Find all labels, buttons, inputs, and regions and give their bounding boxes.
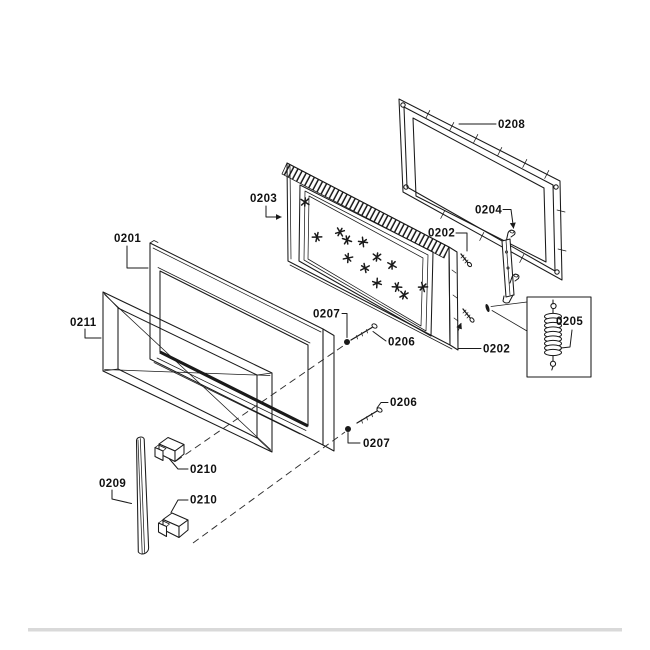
front-glass-panel	[102, 291, 273, 453]
part-label-0210-lower: 0210	[190, 495, 217, 507]
door-latch-lever	[501, 229, 520, 304]
door-body-frame	[281, 162, 459, 351]
leader-0210-lower	[170, 499, 189, 513]
part-label-0211: 0211	[70, 317, 97, 329]
part-labels: 0201 0211 0203 0208 0204 0202 0202 0205 …	[70, 119, 583, 507]
latch-hook-lower	[157, 512, 189, 539]
leader-0206-upper	[372, 331, 387, 342]
leader-0201	[126, 245, 149, 269]
choke-teeth-band	[281, 162, 450, 259]
part-label-0209: 0209	[99, 478, 126, 490]
leader-0207-lower	[347, 432, 361, 444]
part-label-0203: 0203	[250, 193, 277, 205]
leader-0210-upper	[169, 458, 189, 470]
part-label-0207-upper: 0207	[313, 309, 340, 321]
part-label-0208: 0208	[498, 119, 525, 131]
rear-frame-part	[398, 98, 567, 281]
bottom-divider	[28, 628, 622, 632]
latch-hook-upper	[154, 436, 185, 463]
leader-0202-upper	[455, 232, 468, 252]
spring-assembly	[485, 296, 592, 378]
part-label-0202-upper: 0202	[428, 228, 455, 240]
outer-door-panel	[149, 240, 335, 452]
screw-0206-lower	[356, 407, 383, 424]
rivet-dot-0207-upper	[344, 339, 350, 345]
part-label-0206-upper: 0206	[388, 337, 415, 349]
leader-0209	[111, 489, 132, 504]
part-label-0201: 0201	[114, 233, 141, 245]
part-label-0210-upper: 0210	[190, 464, 217, 476]
part-label-0202-lower: 0202	[483, 344, 510, 356]
leader-0202-lower	[456, 322, 482, 349]
leader-0207-upper	[341, 313, 348, 338]
screw-0202-lower	[462, 308, 475, 323]
door-spring	[543, 299, 563, 371]
leader-0204	[502, 209, 516, 229]
leader-0205	[560, 329, 573, 349]
part-label-0207-lower: 0207	[363, 438, 390, 450]
leader-0206-lower	[376, 402, 389, 409]
part-label-0205: 0205	[556, 316, 583, 328]
part-label-0206-lower: 0206	[390, 397, 417, 409]
screw-0202-upper	[460, 253, 473, 268]
leader-0203	[265, 205, 282, 220]
spring-mount-pin	[485, 303, 490, 313]
part-label-0204: 0204	[475, 205, 502, 217]
assembly-axis-lower	[192, 431, 346, 544]
leader-lines	[84, 123, 573, 513]
leader-0211	[84, 328, 102, 339]
screw-0206-upper	[350, 323, 378, 341]
door-handle	[135, 436, 150, 555]
rivet-dot-0207-lower	[345, 426, 351, 432]
frame-clip-ticks	[425, 110, 567, 263]
